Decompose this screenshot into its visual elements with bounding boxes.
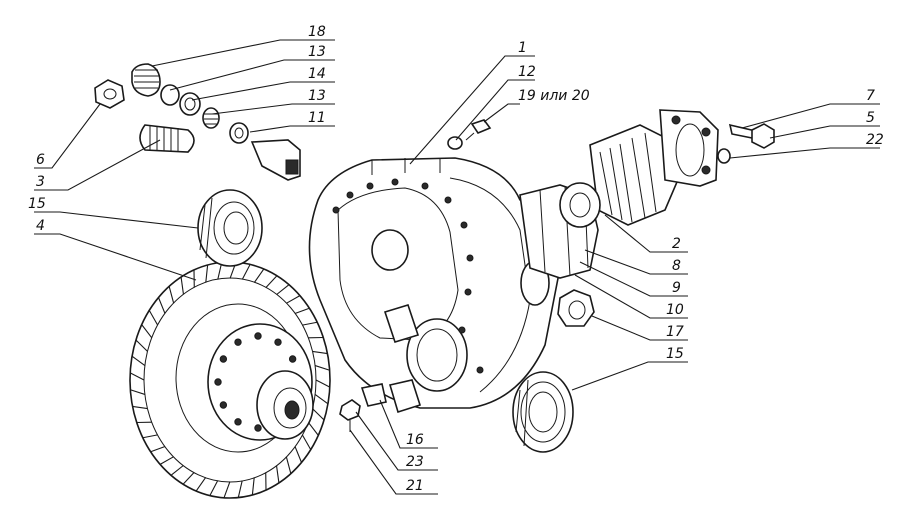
gear-tooth — [285, 456, 292, 474]
gear-tooth — [168, 286, 175, 304]
gear-tooth — [180, 277, 185, 295]
bearing-left — [197, 189, 263, 267]
gear-tooth — [132, 405, 148, 410]
gear-tooth — [142, 434, 158, 439]
bolt-hole — [234, 338, 242, 346]
gear-tooth — [265, 275, 278, 289]
callout-15-second: 15 — [666, 346, 684, 362]
gear-tooth — [312, 408, 325, 421]
gear-tooth — [170, 464, 184, 476]
callout-18: 18 — [308, 24, 326, 40]
gear-tooth — [241, 264, 251, 280]
callout-12: 12 — [518, 64, 536, 80]
castle-nut — [557, 289, 595, 327]
gear-tooth — [314, 393, 329, 405]
gear-tooth — [135, 339, 148, 352]
differential-housing — [308, 157, 599, 414]
callout-13-second: 13 — [308, 88, 326, 104]
gear-tooth — [302, 321, 318, 326]
small-fasteners — [339, 119, 492, 432]
callout-1: 1 — [518, 40, 527, 56]
gear-tooth — [182, 471, 195, 485]
callout-3: 3 — [36, 174, 45, 190]
bolt-hole — [274, 338, 282, 346]
callout-11: 11 — [308, 110, 326, 126]
gear-tooth — [195, 477, 207, 492]
gear-tooth — [130, 389, 146, 395]
gear-tooth — [159, 456, 174, 465]
gear-tooth — [294, 307, 310, 315]
callout-21: 21 — [406, 478, 424, 494]
callout-22: 22 — [866, 132, 884, 148]
gear-tooth — [237, 480, 243, 498]
callout-4: 4 — [36, 218, 45, 234]
gear-tooth — [209, 480, 219, 496]
gear-tooth — [150, 445, 166, 453]
bolt-hole — [219, 355, 228, 363]
gear-tooth — [294, 446, 303, 463]
gear-tooth — [148, 310, 159, 326]
gear-tooth — [307, 421, 319, 436]
adjuster-cluster — [94, 63, 301, 181]
callout-7: 7 — [866, 88, 875, 104]
gear-tooth — [276, 284, 290, 296]
ring-gear — [129, 261, 331, 499]
bolt-hole — [254, 332, 262, 340]
gear-tooth — [301, 434, 312, 450]
callout-23: 23 — [406, 454, 424, 470]
callout-19-or-20: 19 или 20 — [518, 88, 590, 104]
callout-16: 16 — [406, 432, 424, 448]
drive-pinion — [559, 109, 775, 228]
gear-tooth — [315, 379, 331, 388]
bearing-right — [512, 371, 574, 453]
gear-tooth — [314, 365, 330, 371]
gear-tooth — [251, 477, 255, 496]
callout-9: 9 — [672, 280, 681, 296]
gear-tooth — [312, 350, 328, 355]
gear-tooth — [157, 297, 166, 314]
callout-15: 15 — [28, 196, 46, 212]
bolt-hole — [254, 424, 262, 432]
bolt-hole — [214, 378, 222, 386]
gear-tooth — [275, 465, 280, 483]
callouts: 18 13 14 13 11 6 3 15 4 1 12 19 или 20 7… — [28, 24, 884, 495]
callout-5: 5 — [866, 110, 875, 126]
bolt-hole — [288, 355, 297, 363]
bolt-hole — [234, 418, 242, 426]
gear-tooth — [141, 324, 153, 339]
callout-13: 13 — [308, 44, 326, 60]
gear-tooth — [223, 481, 231, 498]
callout-8: 8 — [672, 258, 681, 274]
callout-14: 14 — [308, 66, 326, 82]
callout-2: 2 — [672, 236, 681, 252]
gear-tooth — [129, 372, 145, 381]
callout-17: 17 — [666, 324, 684, 340]
gear-tooth — [131, 355, 146, 367]
gear-tooth — [253, 268, 265, 283]
callout-6: 6 — [36, 152, 45, 168]
callout-10: 10 — [666, 302, 684, 318]
gear-tooth — [205, 264, 209, 283]
bolt-hole — [219, 401, 228, 409]
gear-tooth — [286, 295, 301, 304]
